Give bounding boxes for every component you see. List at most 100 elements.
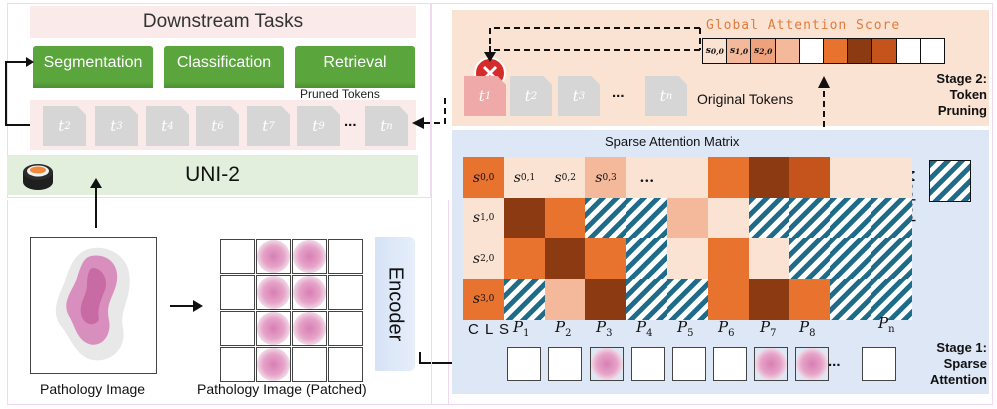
model-logo-icon: [23, 164, 53, 190]
task-classification-label: Classification: [176, 54, 272, 71]
matrix-cell: [707, 197, 750, 239]
stage1-patch: [548, 347, 582, 381]
matrix-cell: [748, 157, 790, 198]
up-arrow: [90, 178, 102, 228]
p-label: P4: [636, 318, 652, 339]
label-base: s: [472, 291, 481, 307]
label-sub: 2: [565, 328, 572, 339]
stage1-patch: [795, 347, 829, 381]
matrix-cell: [626, 197, 668, 239]
matrix-cell: [871, 197, 913, 239]
label-sub: n: [386, 120, 393, 132]
label-sub: 7: [770, 328, 777, 339]
task-retrieval-label: Retrieval: [323, 54, 387, 71]
patched-cell: [220, 275, 255, 310]
matrix-cell: [707, 238, 750, 279]
stage1-patch: [631, 347, 665, 381]
patched-cell: [328, 311, 363, 346]
label-sub: 0,1: [520, 172, 536, 183]
patched-cell: [292, 347, 327, 382]
label-sub: 2,0: [480, 253, 495, 264]
label-base: t: [161, 117, 168, 135]
encoder-block: Encoder: [375, 237, 415, 371]
matrix-cell: [871, 238, 913, 279]
downstream-tasks-header: Downstream Tasks: [30, 6, 416, 38]
label-base: P: [878, 314, 889, 332]
stage2-label-line3: Pruning: [937, 103, 987, 118]
gas-cell: [847, 38, 873, 64]
matrix-cell: [748, 197, 790, 239]
label-sub: 6: [217, 120, 224, 132]
label-base: P: [513, 318, 524, 336]
p-label: P6: [718, 318, 734, 339]
label-sub: 7: [268, 120, 275, 132]
label-sub: 3: [606, 328, 613, 339]
matrix-cell: [667, 197, 709, 239]
patched-cell: [256, 239, 291, 274]
label-sub: 6: [728, 328, 735, 339]
stage1-label-line2: Sparse: [943, 356, 987, 371]
matrix-cell: [626, 278, 668, 320]
tissue-graphic: [55, 247, 130, 361]
gas-cell: [919, 38, 946, 64]
label-sub: 9: [318, 120, 325, 132]
gas-cell: [774, 38, 801, 64]
patching-arrow: [170, 300, 203, 312]
matrix-cell: [830, 278, 872, 320]
encoder-label: Encoder: [384, 266, 407, 342]
patched-cell: [220, 347, 255, 382]
patched-cell: [328, 275, 363, 310]
label-base: P: [677, 318, 688, 336]
global-attention-title: Global Attention Score: [706, 18, 901, 33]
pathology-image: [30, 237, 157, 374]
label-sub: 5: [687, 328, 694, 339]
p-label: P8: [799, 318, 815, 339]
task-classification: Classification: [164, 46, 284, 88]
label-base: t: [58, 117, 65, 135]
label-sub: 8: [809, 328, 816, 339]
matrix-cell: [585, 278, 627, 320]
masked-legend-swatch: [929, 160, 971, 202]
matrix-cell: [585, 238, 627, 279]
pruned-tokens-label: Pruned Tokens: [300, 87, 380, 101]
label-base: s: [729, 46, 736, 56]
patched-cell: [220, 239, 255, 274]
matrix-cell: [871, 157, 913, 198]
p-label: P3: [596, 318, 612, 339]
right-frame: [431, 3, 993, 405]
label-base: s: [705, 46, 711, 56]
matrix-cell: [667, 238, 709, 279]
label-base: t: [659, 87, 666, 105]
label-base: s: [472, 169, 481, 186]
stage1-patch: [590, 347, 624, 381]
label-base: t: [262, 117, 269, 135]
label-base: P: [799, 318, 810, 336]
matrix-cell: [707, 157, 750, 198]
label-sub: 1,0: [480, 213, 495, 223]
cls-label: C L S: [468, 321, 510, 338]
bottom-frame: [7, 200, 449, 405]
matrix-cell: [789, 278, 831, 320]
label-sub: 0,3: [602, 172, 617, 183]
label-sub: 3: [578, 90, 586, 102]
patched-cell: [328, 239, 363, 274]
label-sub: 2: [530, 90, 538, 102]
label-base: t: [478, 87, 485, 105]
gas-cell: [823, 38, 849, 64]
p-label: P1: [513, 318, 529, 339]
label-sub: 0,0: [710, 46, 724, 56]
label-sub: 4: [646, 328, 653, 339]
stage1-label: Stage 1: Sparse Attention: [905, 340, 987, 388]
label-base: P: [760, 318, 771, 336]
